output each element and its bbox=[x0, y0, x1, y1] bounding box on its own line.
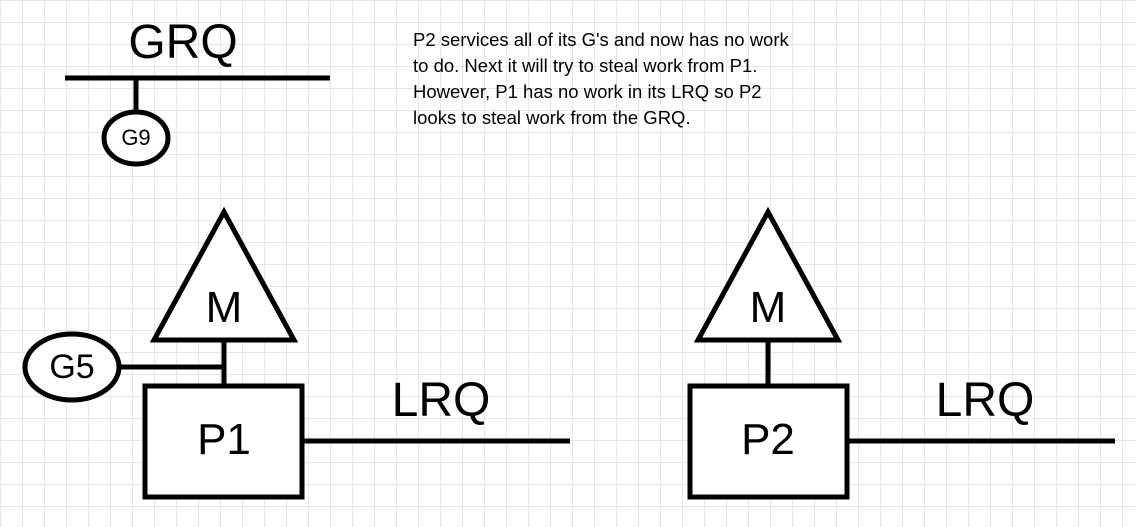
explanation-note: P2 services all of its G's and now has n… bbox=[413, 27, 853, 131]
note-line: looks to steal work from the GRQ. bbox=[413, 107, 691, 128]
g9-goroutine bbox=[101, 109, 171, 167]
grq-label: GRQ bbox=[128, 16, 237, 69]
lrq-left-label: LRQ bbox=[392, 374, 491, 427]
note-line: to do. Next it will try to steal work fr… bbox=[413, 55, 758, 76]
m-right-label: M bbox=[750, 283, 787, 332]
g5-label: G5 bbox=[49, 348, 94, 386]
note-line: P2 services all of its G's and now has n… bbox=[413, 29, 789, 50]
m-left-label: M bbox=[206, 283, 243, 332]
p1-processor bbox=[142, 383, 305, 500]
lrq-right-label: LRQ bbox=[936, 374, 1035, 427]
note-line: However, P1 has no work in its LRQ so P2 bbox=[413, 81, 762, 102]
g9-label: G9 bbox=[121, 125, 150, 150]
p1-label: P1 bbox=[197, 415, 251, 464]
p2-label: P2 bbox=[741, 415, 795, 464]
